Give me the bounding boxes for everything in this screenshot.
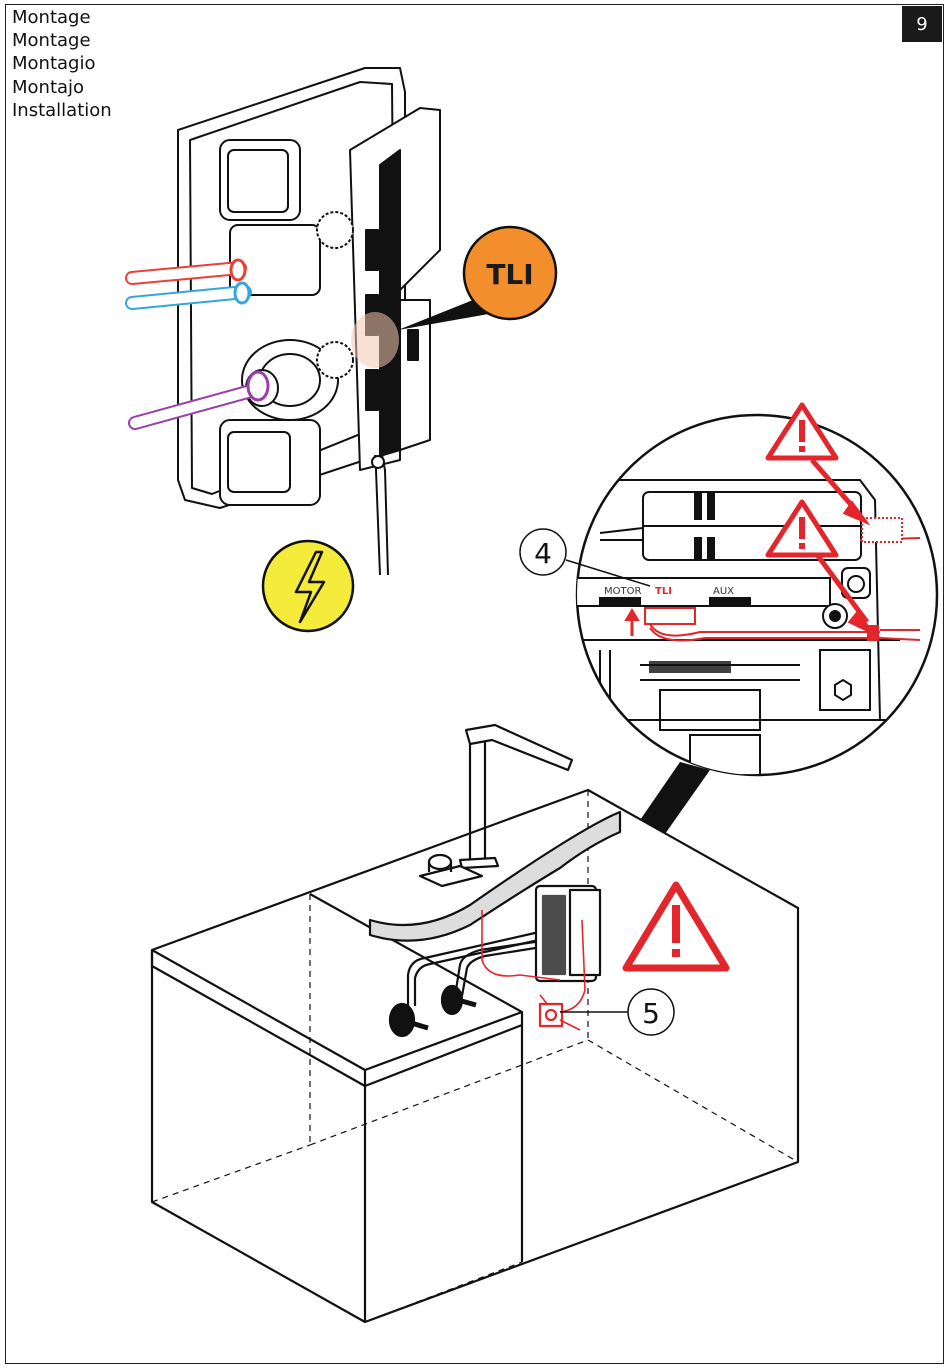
page-number: 9: [902, 6, 942, 42]
title-es: Montajo: [12, 76, 85, 98]
step-5-circle: [627, 988, 675, 1036]
electric-hazard-icon: [261, 539, 355, 633]
label-tli: TLI: [655, 586, 672, 597]
page-frame: [5, 4, 944, 1364]
tli-connector-highlight: [351, 312, 399, 368]
step-5-number: 5: [642, 997, 660, 1030]
tli-badge: TLI: [398, 225, 558, 330]
control-unit-illustration: [177, 67, 441, 576]
step-4-number: 4: [534, 537, 552, 570]
detail-zoom: MOTOR TLI AUX 4: [519, 402, 939, 905]
title-fr: Montage: [12, 30, 91, 52]
warning-triangle-icon: [765, 402, 871, 526]
tli-badge-label: TLI: [486, 258, 533, 291]
title-it: Montagio: [12, 53, 96, 75]
label-aux: AUX: [713, 586, 734, 597]
pipes: [125, 258, 270, 430]
cabinet-illustration: [150, 723, 800, 1324]
warning-triangle-icon: [622, 881, 730, 972]
title-de: Montage: [12, 7, 91, 28]
label-motor: MOTOR: [604, 586, 641, 597]
warning-triangle-icon: [765, 499, 876, 636]
title-en: Installation: [12, 99, 112, 121]
title-block: Montage Montage Montagio Montajo Install…: [12, 6, 112, 122]
step-4-circle: [519, 528, 567, 576]
